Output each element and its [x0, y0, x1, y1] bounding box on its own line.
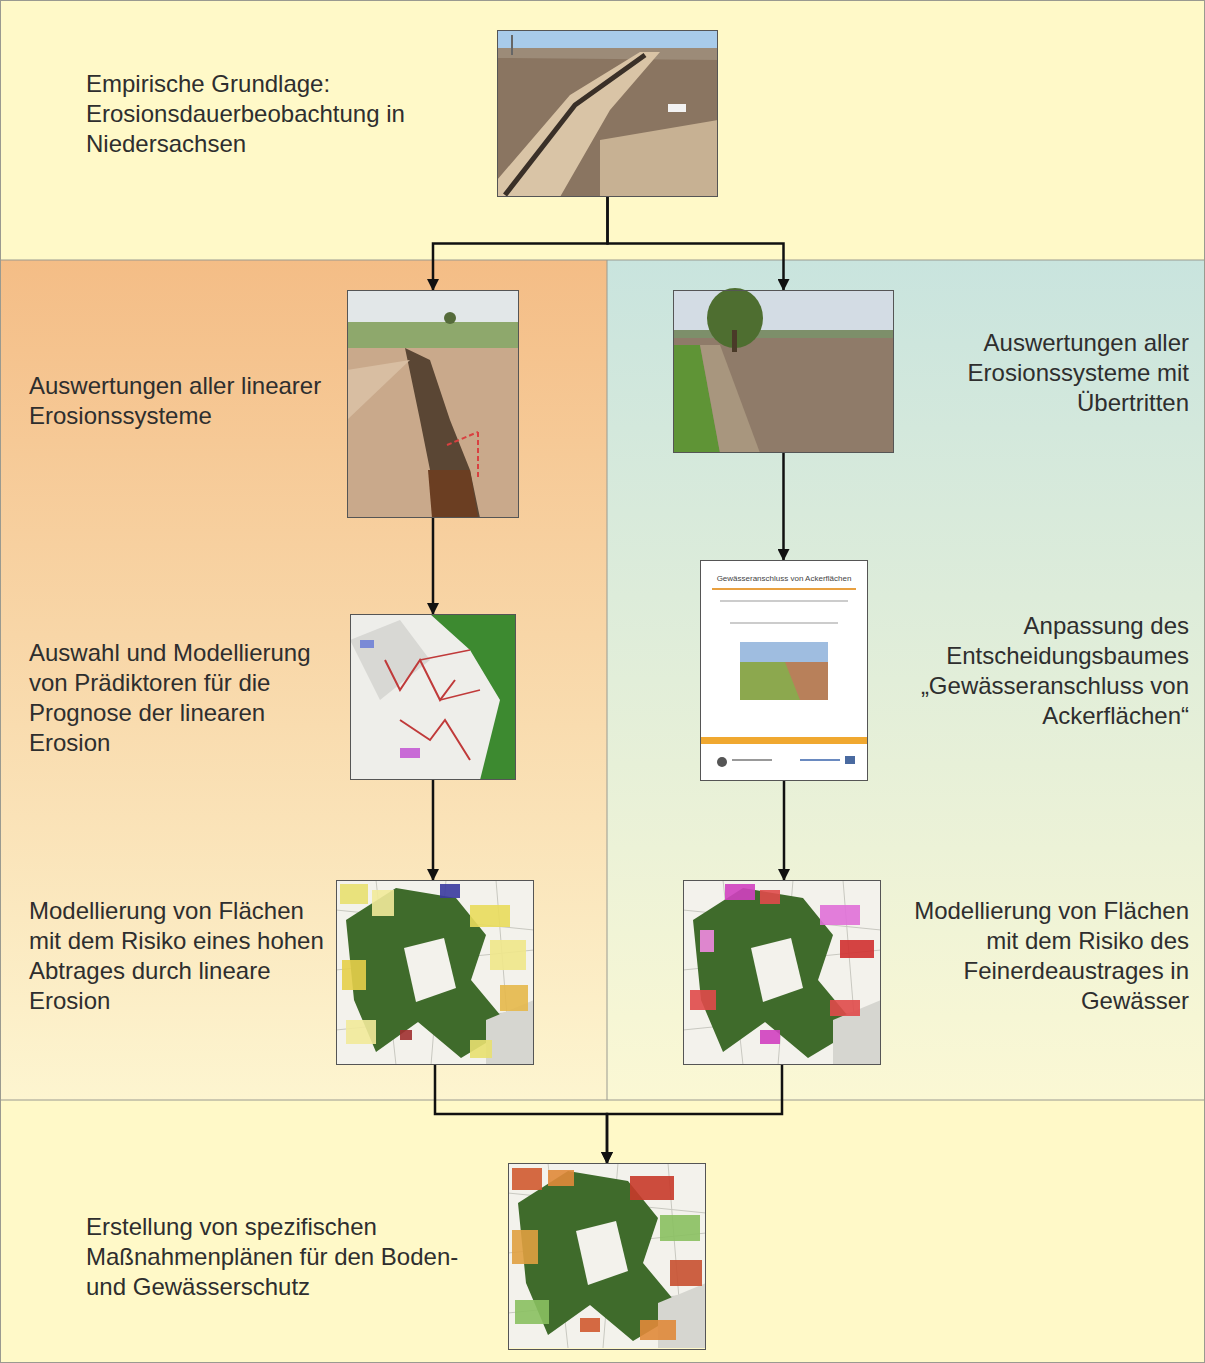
flow-arrow	[607, 1065, 782, 1163]
document-title: Gewässeranschluss von Ackerflächen	[706, 574, 862, 584]
step-label: Anpassung des Entscheidungsbaumes „Gewäs…	[886, 611, 1189, 731]
flow-arrow	[435, 1065, 607, 1163]
step-label: Auswahl und Modellierung von Prädiktoren…	[29, 638, 319, 758]
flow-arrow	[432, 780, 435, 880]
map-frame: Auswahl und Modellierung von Prädiktoren…	[350, 614, 516, 780]
flow-arrow	[433, 197, 608, 290]
photo-frame: Auswertungen aller Erosionssysteme mit Ü…	[673, 290, 894, 453]
photo-frame: Empirische Grundlage: Erosionsdauerbeoba…	[497, 30, 718, 197]
step-label: Modellierung von Flächen mit dem Risiko …	[896, 896, 1189, 1016]
step-label: Erstellung von spezifischen Maßnahmenplä…	[86, 1212, 486, 1302]
step-label: Empirische Grundlage: Erosionsdauerbeoba…	[86, 69, 456, 159]
step-label: Modellierung von Flächen mit dem Risiko …	[29, 896, 324, 1016]
map-frame: Modellierung von Flächen mit dem Risiko …	[336, 880, 534, 1065]
flow-arrow	[782, 453, 785, 560]
flow-arrow	[608, 197, 784, 290]
flow-arrow	[432, 518, 435, 614]
map-frame: Modellierung von Flächen mit dem Risiko …	[683, 880, 881, 1065]
step-label: Auswertungen aller linearer Erosionssyst…	[29, 371, 329, 431]
flow-arrow	[783, 781, 786, 880]
photo-frame: Auswertungen aller linearer Erosionssyst…	[347, 290, 519, 518]
document-frame: Anpassung des Entscheidungsbaumes „Gewäs…	[700, 560, 868, 781]
map-frame: Erstellung von spezifischen Maßnahmenplä…	[508, 1163, 706, 1350]
step-label: Auswertungen aller Erosionssysteme mit Ü…	[909, 328, 1189, 418]
